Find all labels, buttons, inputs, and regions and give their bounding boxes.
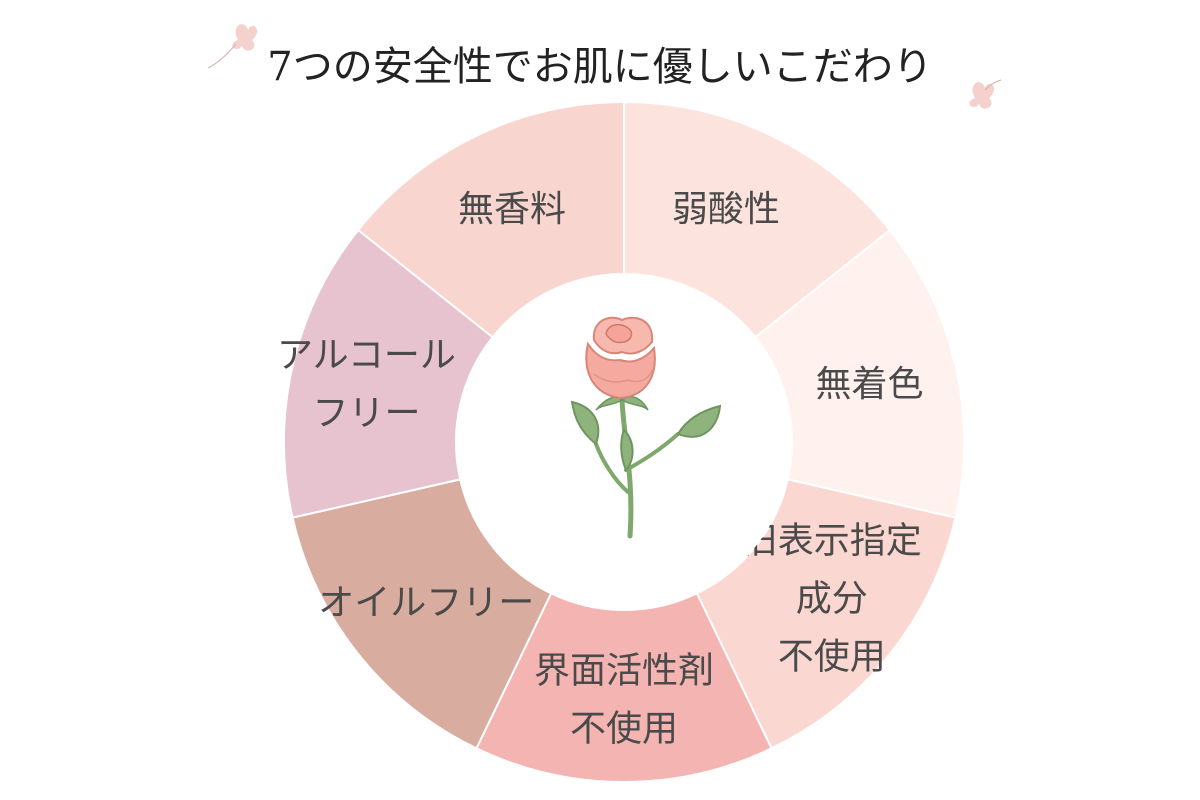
page-title: 7つの安全性でお肌に優しいこだわり — [267, 44, 932, 90]
segment-label: オイルフリー — [318, 582, 534, 623]
segment-label: 無香料 — [458, 189, 566, 230]
segment-label: フリー — [312, 393, 420, 434]
segment-label: 不使用 — [778, 636, 886, 677]
segment-label: アルコール — [277, 335, 456, 376]
petal-decoration-right — [969, 79, 1002, 109]
segment-label: 無着色 — [816, 364, 924, 405]
safety-ring: 弱酸性無着色旧表示指定成分不使用界面活性剤不使用オイルフリーアルコールフリー無香… — [277, 100, 965, 783]
segment-label: 界面活性剤 — [534, 651, 714, 692]
segment-label: 旧表示指定 — [742, 520, 922, 561]
petal-decoration-left — [207, 24, 258, 69]
segment-label: 不使用 — [570, 709, 678, 750]
rose-icon — [570, 316, 722, 539]
segment-label: 弱酸性 — [672, 189, 780, 230]
segment-label: 成分 — [796, 578, 868, 619]
